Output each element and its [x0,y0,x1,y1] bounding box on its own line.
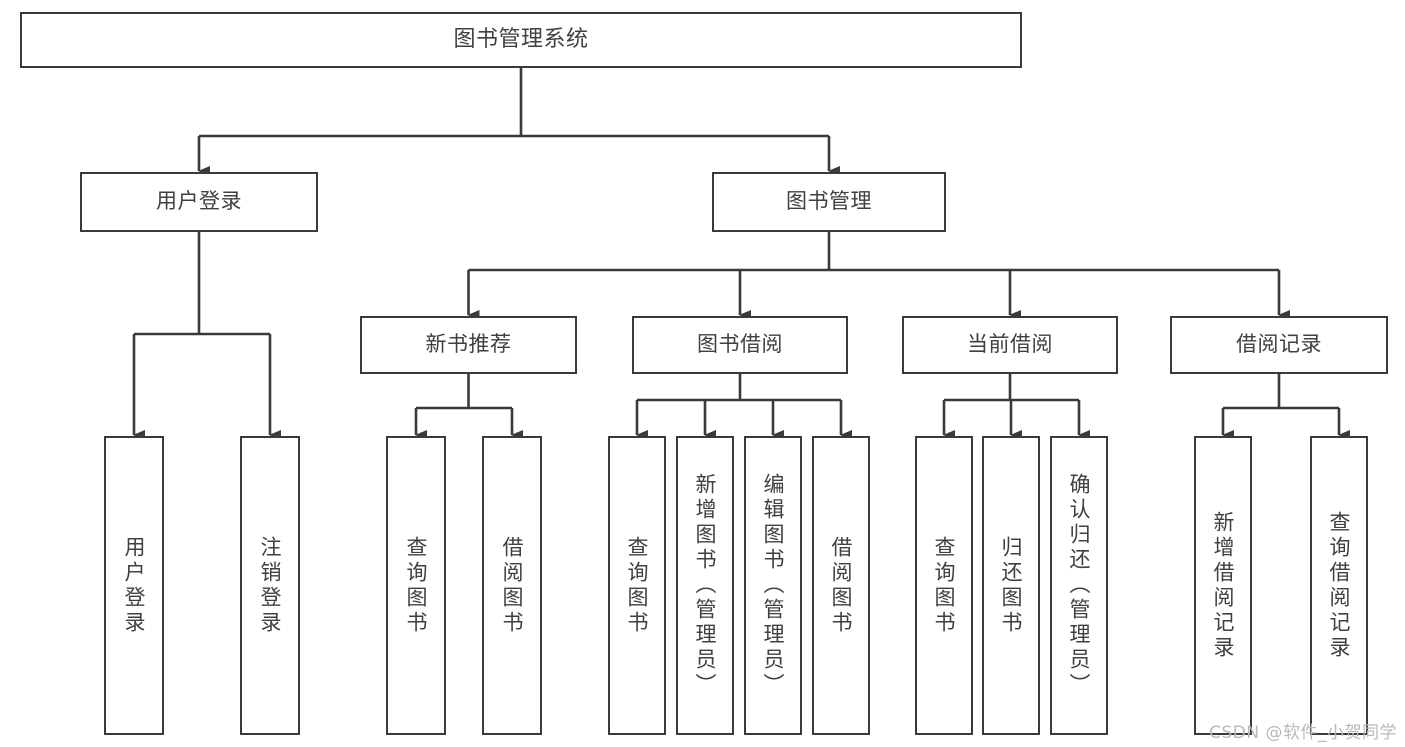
leaf-borrow-add-book[interactable]: 新增图书（管理员） [676,436,734,735]
node-borrow-records-label: 借阅记录 [1236,332,1322,357]
leaf-user-logout[interactable]: 注销登录 [240,436,300,735]
leaf-borrow-edit-book[interactable]: 编辑图书（管理员） [744,436,802,735]
leaf-recommend-query-book[interactable]: 查询图书 [386,436,446,735]
node-book-borrow-label: 图书借阅 [697,332,783,357]
leaf-user-login-label: 用户登录 [122,535,147,636]
leaf-current-return-book[interactable]: 归还图书 [982,436,1040,735]
node-user-login-label: 用户登录 [156,189,242,214]
leaf-borrow-query-book[interactable]: 查询图书 [608,436,666,735]
leaf-current-query-book[interactable]: 查询图书 [915,436,973,735]
node-current-borrow[interactable]: 当前借阅 [902,316,1118,374]
node-book-management-label: 图书管理 [786,189,872,214]
leaf-recommend-borrow-book[interactable]: 借阅图书 [482,436,542,735]
node-borrow-records[interactable]: 借阅记录 [1170,316,1388,374]
leaf-record-add-label: 新增借阅记录 [1211,510,1236,661]
node-book-borrow[interactable]: 图书借阅 [632,316,848,374]
node-current-borrow-label: 当前借阅 [967,332,1053,357]
leaf-borrow-borrow-book-label: 借阅图书 [829,535,854,636]
leaf-current-query-book-label: 查询图书 [932,535,957,636]
leaf-borrow-add-book-label: 新增图书（管理员） [693,473,718,698]
leaf-record-query-label: 查询借阅记录 [1327,510,1352,661]
node-new-book-recommend[interactable]: 新书推荐 [360,316,577,374]
leaf-user-login[interactable]: 用户登录 [104,436,164,735]
node-root[interactable]: 图书管理系统 [20,12,1022,68]
leaf-borrow-borrow-book[interactable]: 借阅图书 [812,436,870,735]
leaf-current-return-book-label: 归还图书 [999,535,1024,636]
leaf-current-confirm-return-label: 确认归还（管理员） [1067,473,1092,698]
leaf-current-confirm-return[interactable]: 确认归还（管理员） [1050,436,1108,735]
node-new-book-recommend-label: 新书推荐 [425,332,512,357]
leaf-record-query[interactable]: 查询借阅记录 [1310,436,1368,735]
watermark: CSDN @软件_小贺同学 [1209,723,1397,743]
leaf-user-logout-label: 注销登录 [258,535,283,636]
node-root-label: 图书管理系统 [453,26,589,52]
leaf-borrow-query-book-label: 查询图书 [625,535,650,636]
leaf-record-add[interactable]: 新增借阅记录 [1194,436,1252,735]
node-book-management[interactable]: 图书管理 [712,172,946,232]
leaf-recommend-borrow-book-label: 借阅图书 [500,535,525,636]
leaf-borrow-edit-book-label: 编辑图书（管理员） [761,473,786,698]
leaf-recommend-query-book-label: 查询图书 [404,535,429,636]
node-user-login[interactable]: 用户登录 [80,172,318,232]
